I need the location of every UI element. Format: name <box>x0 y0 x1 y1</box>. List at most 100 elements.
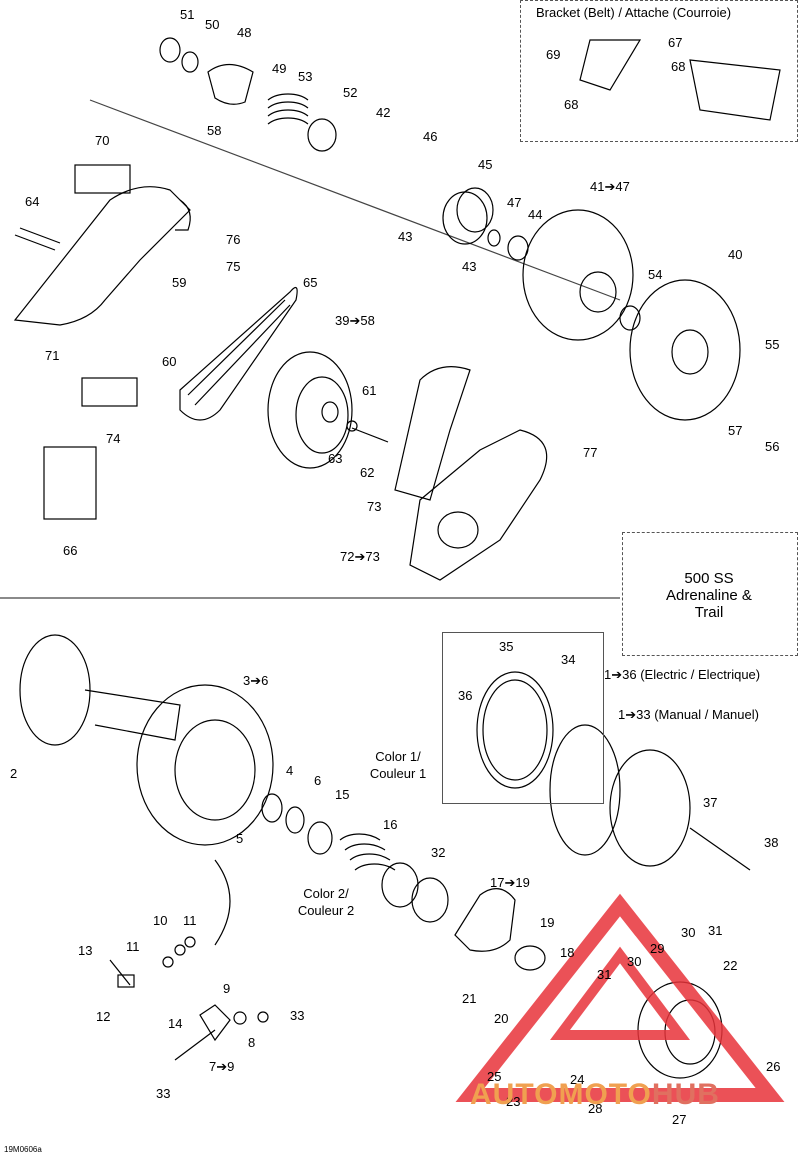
callout-number: 59 <box>172 275 187 290</box>
callout-number: 71 <box>45 348 60 363</box>
callout-number: 5 <box>236 831 244 846</box>
callout-number: 57 <box>728 423 743 438</box>
callout-number: 43 <box>462 259 477 274</box>
callout-number: 75 <box>226 259 241 274</box>
callout-number: 31 <box>708 923 723 938</box>
callout-number: 16 <box>383 817 398 832</box>
note-color2-line2: Couleur 2 <box>297 903 355 918</box>
callout-number: 14 <box>168 1016 183 1031</box>
callout-number: 11 <box>126 939 140 954</box>
model-line-3: Trail <box>694 604 724 621</box>
callout-number: 77 <box>583 445 598 460</box>
callout-number: 4 <box>286 763 294 778</box>
callout-number: 74 <box>106 431 121 446</box>
callout-number: 60 <box>162 354 177 369</box>
drawing-reference: 19M0606a <box>4 1145 42 1154</box>
callout-number: 70 <box>95 133 110 148</box>
callout-number: 41➔47 <box>590 179 630 194</box>
callout-number: 73 <box>367 499 382 514</box>
callout-number: 56 <box>765 439 780 454</box>
callout-number: 65 <box>303 275 318 290</box>
callout-number: 68 <box>671 59 686 74</box>
callout-number: 72➔73 <box>340 549 380 564</box>
callout-number: 22 <box>723 958 738 973</box>
callout-number: 10 <box>153 913 168 928</box>
callout-number: 76 <box>226 232 241 247</box>
callout-number: 20 <box>494 1011 509 1026</box>
callout-number: 49 <box>272 61 287 76</box>
callout-number: 64 <box>25 194 40 209</box>
callout-number: 69 <box>546 47 561 62</box>
callout-number: 37 <box>703 795 718 810</box>
callout-number: 6 <box>314 773 322 788</box>
callout-number: 66 <box>63 543 78 558</box>
callout-number: 36 <box>458 688 473 703</box>
callout-number: 17➔19 <box>490 875 530 890</box>
bracket-detail-box <box>520 0 798 142</box>
callout-number: 13 <box>78 943 93 958</box>
model-line-1: 500 SS <box>684 570 734 587</box>
bracket-detail-title: Bracket (Belt) / Attache (Courroie) <box>536 5 732 20</box>
callout-number: 39➔58 <box>335 313 375 328</box>
note-color2-line1: Color 2/ <box>303 886 349 901</box>
callout-number: 3➔6 <box>243 673 269 688</box>
note-color1-line1: Color 1/ <box>375 749 421 764</box>
note-manual: 1➔33 (Manual / Manuel) <box>618 707 759 722</box>
callout-number: 11 <box>183 913 197 928</box>
callout-number: 67 <box>668 35 683 50</box>
callout-number: 19 <box>540 915 555 930</box>
watermark-part2: HUB <box>651 1078 720 1111</box>
callout-number: 46 <box>423 129 438 144</box>
callout-number: 7➔9 <box>209 1059 235 1074</box>
callout-number: 21 <box>462 991 477 1006</box>
callout-number: 2 <box>10 766 18 781</box>
callout-number: 55 <box>765 337 780 352</box>
callout-number: 15 <box>335 787 350 802</box>
callout-number: 9 <box>223 981 231 996</box>
callout-number: 61 <box>362 383 377 398</box>
callout-number: 44 <box>528 207 543 222</box>
callout-number: 63 <box>328 451 343 466</box>
watermark-part1: AUTOMOTO <box>470 1078 652 1111</box>
callout-number: 23 <box>506 1094 521 1109</box>
watermark-logo: AUTOMOTOHUB <box>470 1078 720 1112</box>
callout-number: 26 <box>766 1059 781 1074</box>
callout-number: 33 <box>290 1008 305 1023</box>
note-color1-line2: Couleur 1 <box>369 766 427 781</box>
callout-number: 47 <box>507 195 522 210</box>
callout-number: 35 <box>499 639 514 654</box>
callout-number: 58 <box>207 123 222 138</box>
callout-number: 24 <box>570 1072 585 1087</box>
callout-number: 29 <box>650 941 665 956</box>
callout-number: 53 <box>298 69 313 84</box>
callout-number: 8 <box>248 1035 256 1050</box>
callout-number: 18 <box>560 945 575 960</box>
callout-number: 12 <box>96 1009 111 1024</box>
callout-number: 68 <box>564 97 579 112</box>
callout-number: 30 <box>681 925 696 940</box>
callout-number: 45 <box>478 157 493 172</box>
callout-number: 42 <box>376 105 391 120</box>
callout-number: 30 <box>627 954 642 969</box>
callout-number: 50 <box>205 17 220 32</box>
callout-number: 48 <box>237 25 252 40</box>
callout-number: 52 <box>343 85 358 100</box>
callout-number: 28 <box>588 1101 603 1116</box>
callout-number: 27 <box>672 1112 687 1127</box>
note-electric: 1➔36 (Electric / Electrique) <box>604 667 761 682</box>
callout-number: 32 <box>431 845 446 860</box>
callout-number: 54 <box>648 267 663 282</box>
callout-number: 34 <box>561 652 576 667</box>
callout-number: 51 <box>180 7 195 22</box>
ring-gear-inset-box <box>442 632 604 804</box>
callout-number: 38 <box>764 835 779 850</box>
callout-number: 43 <box>398 229 413 244</box>
model-applicability-box <box>622 532 798 656</box>
model-line-2: Adrenaline & <box>666 587 752 604</box>
callout-number: 33 <box>156 1086 171 1101</box>
callout-number: 40 <box>728 247 743 262</box>
callout-number: 25 <box>487 1069 502 1084</box>
callout-number: 62 <box>360 465 375 480</box>
